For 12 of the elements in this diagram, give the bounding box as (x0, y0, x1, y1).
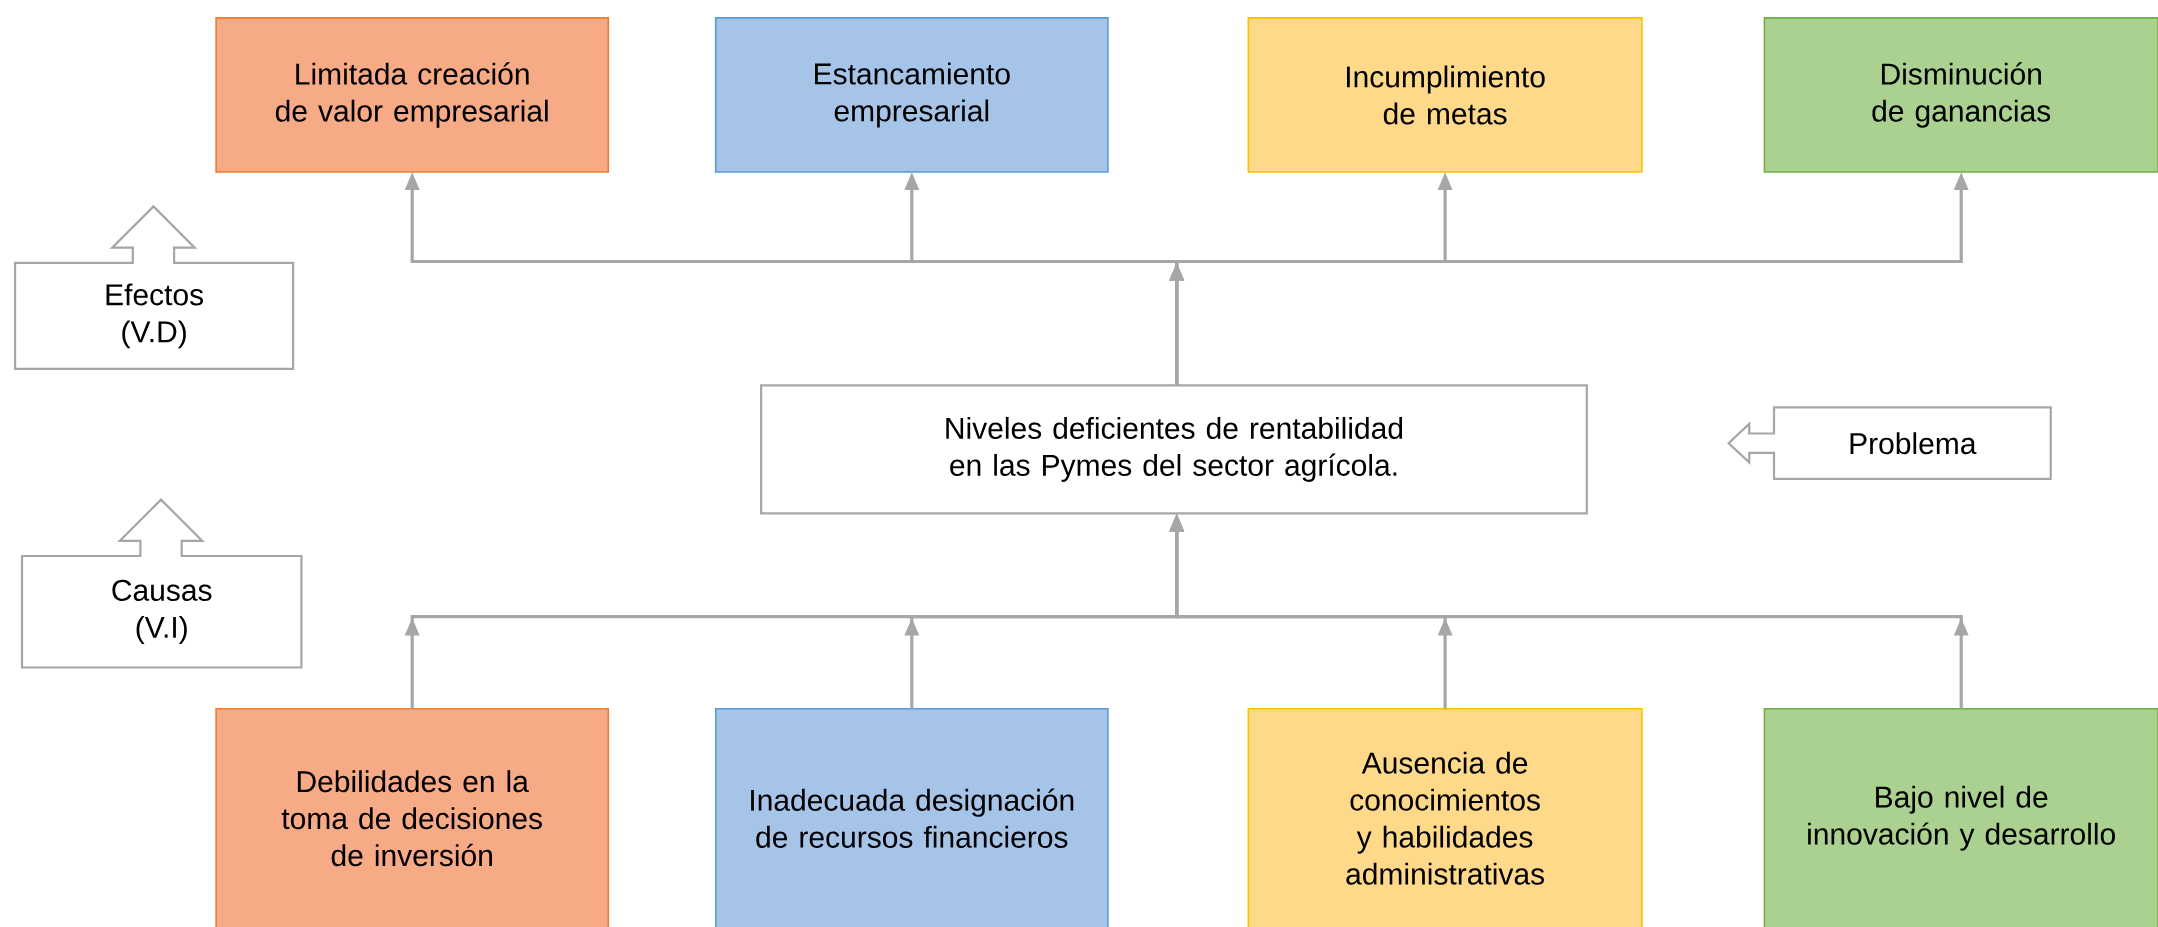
cause-box: Inadecuada designación de recursos financieros (714, 708, 1109, 927)
cause-box: Bajo nivel de innovación y desarrollo (1763, 708, 2158, 927)
effect-box: Limitada creación de valor empresarial (215, 17, 610, 173)
block-arrow-label: Efectos (V.D) (14, 204, 295, 370)
cause-box: Debilidades en la toma de decisiones de inversión (215, 708, 610, 927)
cause-box: Ausencia de conocimientos y habilidades administrativas (1247, 708, 1643, 927)
effect-box: Incumplimiento de metas (1247, 17, 1643, 173)
effect-box: Estancamiento empresarial (714, 17, 1109, 173)
block-arrow-label: Causas (V.I) (20, 498, 303, 669)
block-arrow-label: Problema (1727, 406, 2052, 480)
effect-box: Disminución de ganancias (1763, 17, 2158, 173)
problem-box: Niveles deficientes de rentabilidad en las Pymes del sector agrícola. (760, 384, 1588, 515)
